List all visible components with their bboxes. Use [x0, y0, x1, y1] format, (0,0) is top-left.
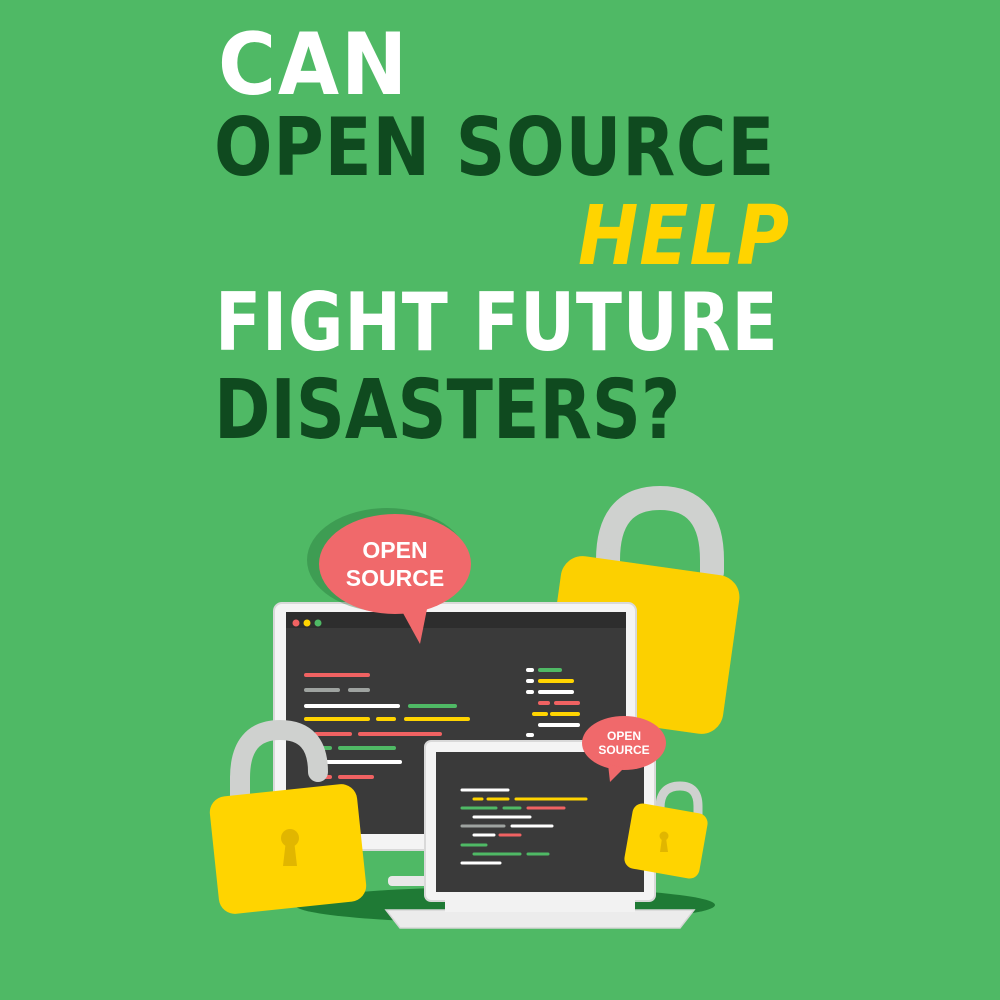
illustration: OPEN SOURCE: [0, 470, 1000, 1000]
headline-line-open-source: OPEN SOURCE: [214, 101, 776, 194]
padlock-icon: [209, 719, 367, 914]
monitor-bubble-line1: OPEN: [362, 537, 427, 563]
headline-line-fight-future: FIGHT FUTURE: [215, 276, 779, 369]
speech-bubble-icon: OPEN SOURCE: [582, 716, 666, 782]
laptop-icon: [384, 740, 696, 929]
illustration-svg: OPEN SOURCE: [209, 485, 740, 929]
speech-bubble-icon: OPEN SOURCE: [307, 508, 471, 644]
laptop-bubble-line2: SOURCE: [598, 743, 649, 757]
laptop-bubble-line1: OPEN: [607, 729, 641, 743]
headline-line-help: HELP: [578, 189, 791, 284]
headline-line-can: CAN: [218, 15, 410, 115]
headline: CAN OPEN SOURCE HELP FIGHT FUTURE DISAST…: [0, 0, 1000, 470]
headline-line-disasters: DISASTERS?: [214, 363, 681, 458]
monitor-bubble-line2: SOURCE: [346, 565, 444, 591]
padlock-icon: [624, 781, 708, 879]
